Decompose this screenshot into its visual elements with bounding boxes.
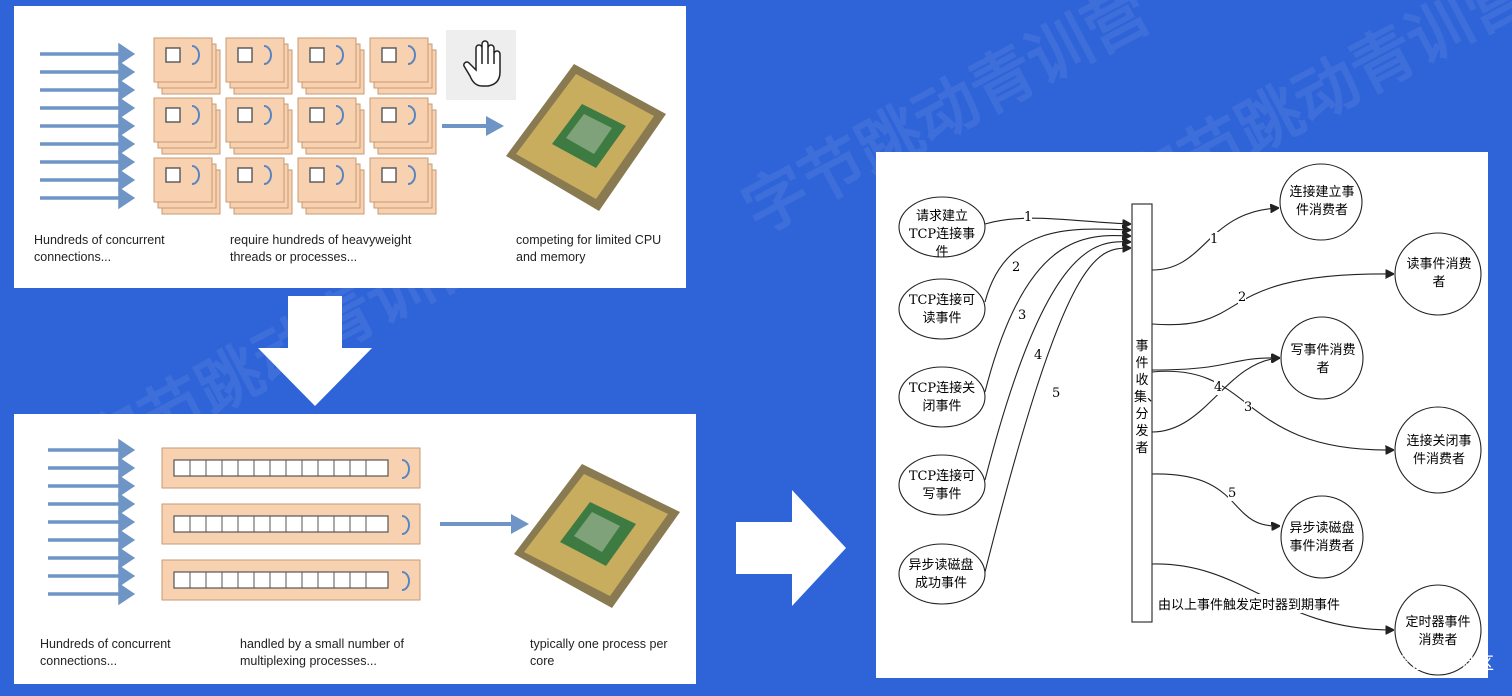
cpu-chip-icon [506, 64, 666, 211]
consumer-label-connect: 连接建立事件消费者 [1289, 185, 1355, 218]
timer-trigger-label: 由以上事件触发定时器到期事件 [1158, 594, 1341, 613]
consumer-label-close: 连接关闭事件消费者 [1406, 434, 1472, 467]
event-diagram-panel: 请求建立TCP连接事件 TCP连接可读事件 TCP连接关闭事件 TCP连接可写事… [876, 152, 1488, 678]
multiplex-queues [161, 447, 421, 601]
consumer-label-write: 写事件消费者 [1290, 343, 1356, 376]
consumer-node [1280, 316, 1364, 400]
down-arrow [258, 296, 372, 406]
source-node [898, 543, 986, 605]
consumer-label-async-disk: 异步读磁盘事件消费者 [1289, 521, 1355, 554]
consumer-node [1394, 584, 1482, 676]
top-panel-graphic [40, 30, 666, 215]
site-credit: @稀土掘金技术社区 [1341, 654, 1494, 674]
source-node [898, 454, 986, 516]
output-number-label: 3 [1244, 400, 1253, 415]
input-number-label: 4 [1034, 348, 1043, 363]
output-number-label: 2 [1238, 290, 1247, 305]
cpu-chip-icon [514, 464, 680, 608]
bottom-panel: Hundreds of concurrent connections... ha… [14, 414, 696, 684]
cpu-arrow [442, 116, 504, 136]
source-label-tcp-connect: 请求建立TCP连接事件 [908, 209, 976, 260]
event-diagram-lines [898, 163, 1482, 676]
source-node [898, 278, 986, 340]
output-number-label: 5 [1228, 486, 1237, 501]
input-number-label: 1 [1024, 210, 1033, 225]
connection-arrows [48, 438, 136, 606]
input-number-label: 3 [1018, 308, 1027, 323]
consumer-node [1394, 406, 1482, 494]
right-arrow [736, 490, 846, 606]
caption-multiplexing: handled by a small number of multiplexin… [240, 637, 404, 668]
caption-competing-cpu: competing for limited CPU and memory [516, 233, 662, 264]
connection-arrows [40, 42, 136, 210]
caption-one-process-per-core: typically one process per core [530, 637, 668, 668]
dispatcher-bar [1131, 203, 1153, 623]
source-node [898, 366, 986, 428]
thread-stacks [153, 37, 437, 215]
source-label-async-disk-read: 异步读磁盘成功事件 [908, 558, 974, 591]
consumer-label-timer: 定时器事件消费者 [1405, 615, 1471, 648]
caption-connections: Hundreds of concurrent connections... [40, 637, 171, 668]
input-number-label: 2 [1012, 260, 1021, 275]
source-node [898, 196, 986, 258]
hand-cursor-icon [446, 30, 516, 100]
bottom-panel-graphic [48, 438, 680, 608]
source-label-tcp-writable: TCP连接可写事件 [908, 469, 976, 502]
source-label-tcp-close: TCP连接关闭事件 [908, 381, 976, 414]
output-number-label: 1 [1210, 232, 1219, 247]
cpu-arrow [440, 514, 529, 534]
consumer-node [1394, 232, 1482, 316]
source-label-tcp-readable: TCP连接可读事件 [908, 293, 976, 326]
caption-connections: Hundreds of concurrent connections... [34, 233, 165, 264]
dispatcher-label: 事件收集、分发者 [1134, 339, 1161, 456]
input-number-label: 5 [1052, 386, 1061, 401]
top-panel: Hundreds of concurrent connections... re… [14, 6, 686, 288]
caption-heavyweight-threads: require hundreds of heavyweight threads … [230, 233, 412, 264]
consumer-label-read: 读事件消费者 [1406, 257, 1472, 290]
consumer-node [1280, 495, 1364, 579]
output-number-label: 4 [1214, 380, 1223, 395]
consumer-node [1279, 163, 1363, 241]
